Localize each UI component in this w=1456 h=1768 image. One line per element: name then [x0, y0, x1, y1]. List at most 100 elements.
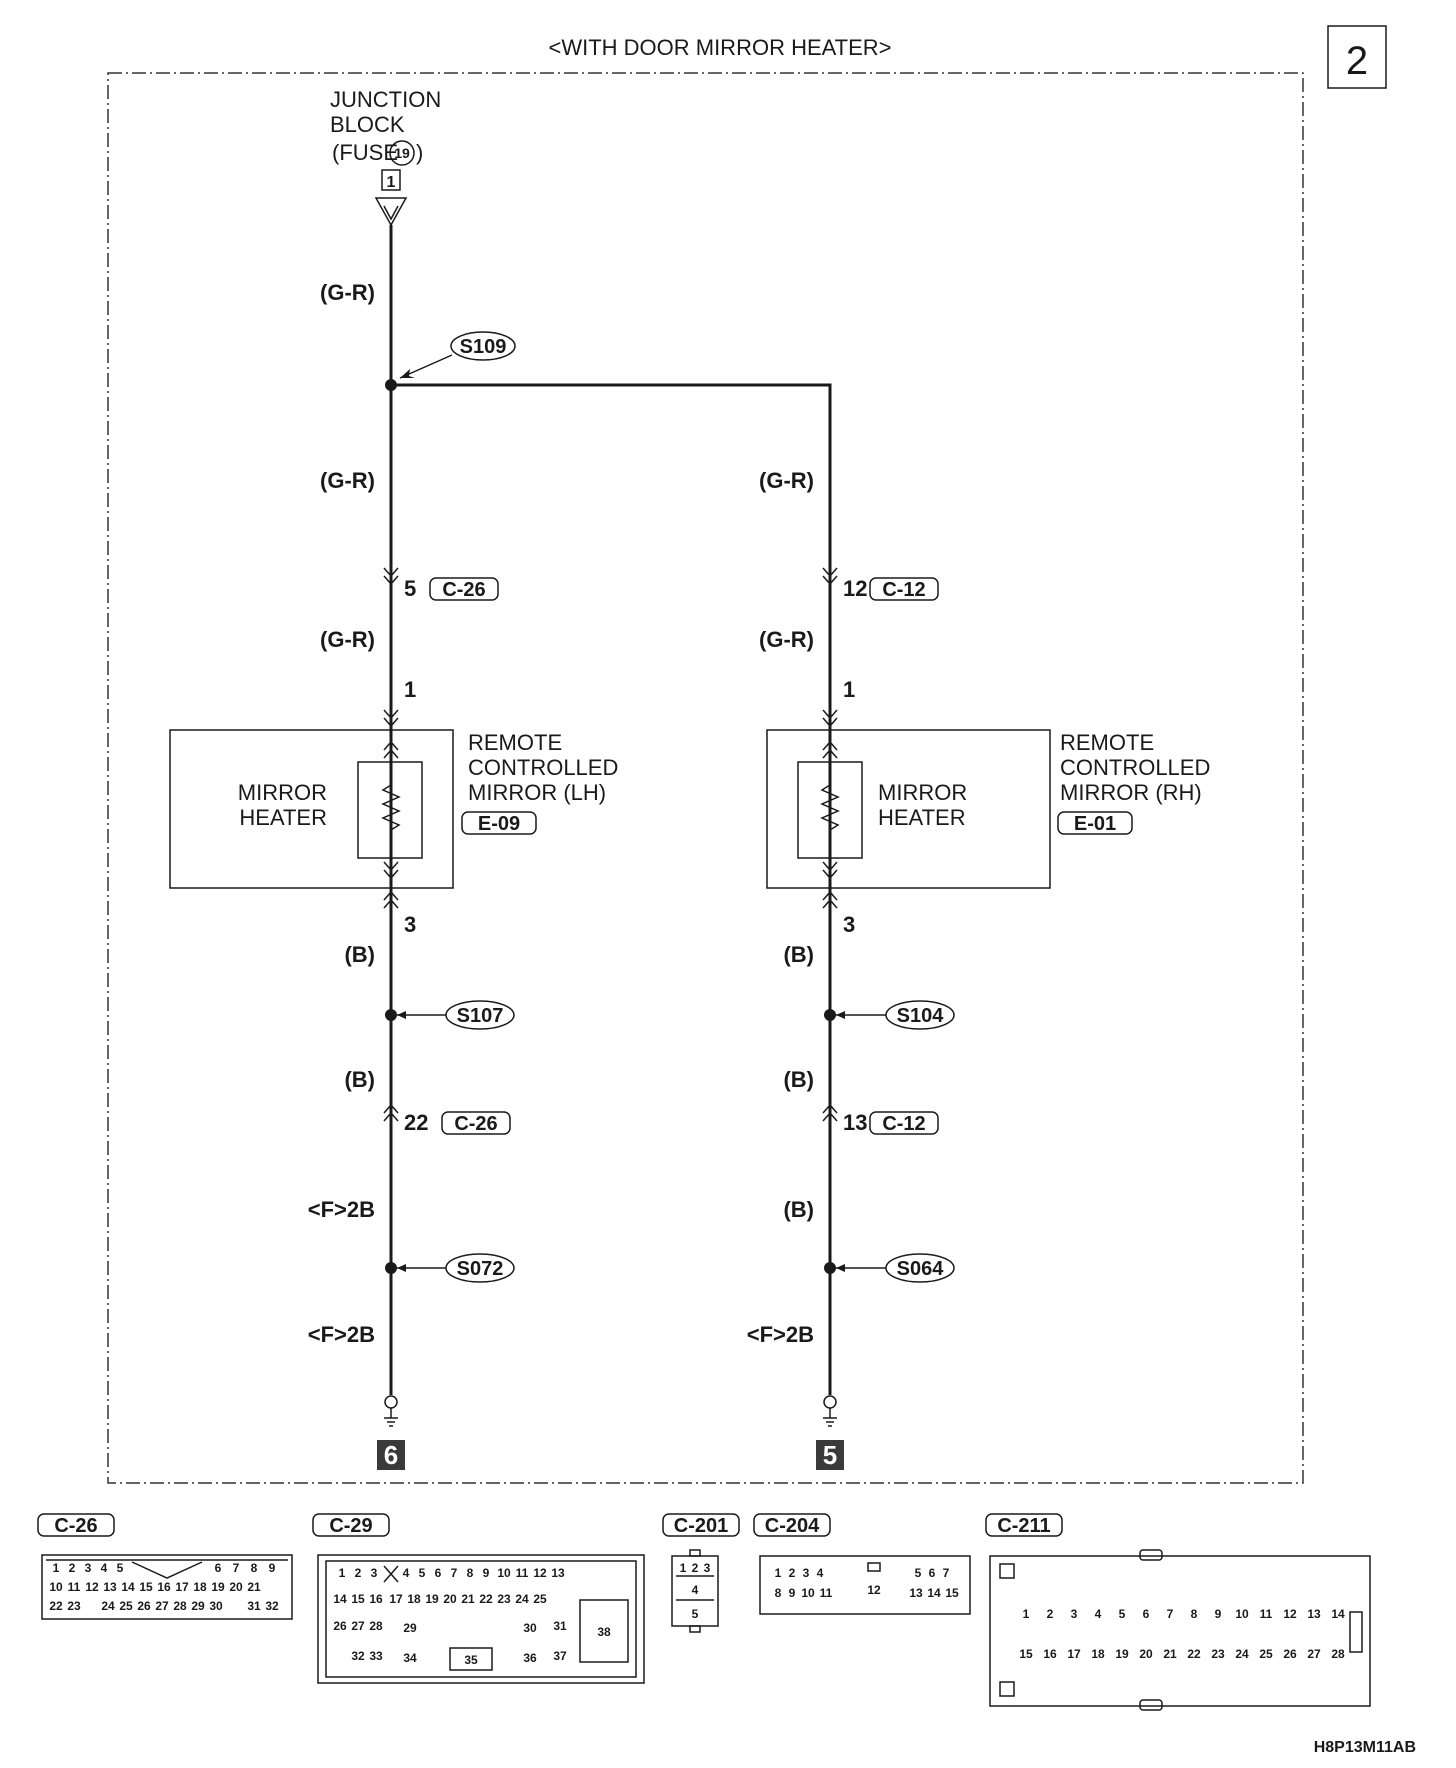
svg-text:4: 4 [692, 1583, 699, 1597]
svg-text:12: 12 [1283, 1607, 1297, 1621]
svg-text:9: 9 [789, 1586, 796, 1600]
svg-text:35: 35 [464, 1653, 478, 1667]
connector-tag-c26 [429, 577, 499, 601]
svg-text:2: 2 [1047, 1607, 1054, 1621]
wire-color-label: <F>2B [747, 1322, 814, 1347]
connector-tag-c26 [441, 1111, 511, 1135]
connector-c26-tag [37, 1513, 115, 1537]
pin-number: 1 [404, 677, 416, 702]
ground-ref-left: 6 [384, 1440, 398, 1470]
svg-text:5: 5 [117, 1561, 124, 1575]
svg-text:5: 5 [915, 1566, 922, 1580]
resistor-icon [381, 762, 401, 858]
wire-color-label: <F>2B [308, 1322, 375, 1347]
svg-text:23: 23 [1211, 1647, 1225, 1661]
harness-boundary [107, 72, 1304, 1484]
svg-text:6: 6 [929, 1566, 936, 1580]
svg-text:21: 21 [1163, 1647, 1177, 1661]
wire-color-label: (G-R) [759, 627, 814, 652]
mirror-rh-label-line3: MIRROR (RH) [1060, 780, 1202, 805]
heater-lh-label-line1: MIRROR [238, 780, 327, 805]
mirror-lh-connector: E-09 [478, 813, 520, 835]
junction-label-line1: JUNCTION [330, 87, 441, 112]
svg-text:16: 16 [157, 1580, 171, 1594]
svg-text:21: 21 [461, 1592, 475, 1606]
ground-icon [823, 1395, 837, 1427]
svg-text:4: 4 [101, 1561, 108, 1575]
svg-text:32: 32 [351, 1649, 365, 1663]
fuse-suffix: ) [416, 140, 423, 165]
svg-text:14: 14 [333, 1592, 347, 1606]
connector-c29-tag [312, 1513, 390, 1537]
svg-text:1: 1 [775, 1566, 782, 1580]
svg-text:33: 33 [369, 1649, 383, 1663]
svg-text:14: 14 [121, 1580, 135, 1594]
fuse-number-circle [389, 140, 415, 166]
svg-text:9: 9 [269, 1561, 276, 1575]
svg-text:31: 31 [553, 1619, 567, 1633]
svg-text:16: 16 [369, 1592, 383, 1606]
svg-text:8: 8 [775, 1586, 782, 1600]
svg-text:2: 2 [355, 1566, 362, 1580]
connector-c204-tag [753, 1513, 831, 1537]
svg-text:5: 5 [1119, 1607, 1126, 1621]
fuse-number: 19 [394, 145, 410, 161]
svg-text:38: 38 [597, 1625, 611, 1639]
wire-color-label: (B) [344, 942, 375, 967]
svg-text:18: 18 [1091, 1647, 1105, 1661]
connector-c201-label: C-201 [674, 1515, 728, 1537]
svg-text:31: 31 [247, 1599, 261, 1613]
splice-s072-badge [445, 1253, 515, 1283]
splice-s104-dot [824, 1009, 836, 1021]
connector-tag-label: C-12 [882, 579, 925, 601]
splice-s107-badge [445, 1000, 515, 1030]
svg-text:28: 28 [369, 1619, 383, 1633]
connector-c201-tag [662, 1513, 740, 1537]
splice-s064-dot [824, 1262, 836, 1274]
wire-color-label: (B) [783, 1067, 814, 1092]
wire-color-label: <F>2B [308, 1197, 375, 1222]
svg-text:3: 3 [371, 1566, 378, 1580]
svg-text:13: 13 [909, 1586, 923, 1600]
wire-color-label: (G-R) [759, 468, 814, 493]
pin-number: 12 [843, 576, 867, 601]
svg-text:16: 16 [1043, 1647, 1057, 1661]
svg-text:30: 30 [209, 1599, 223, 1613]
svg-text:12: 12 [533, 1566, 547, 1580]
wire-color-label: (G-R) [320, 280, 375, 305]
svg-text:29: 29 [403, 1621, 417, 1635]
svg-text:11: 11 [820, 1586, 833, 1600]
svg-text:1: 1 [1023, 1607, 1030, 1621]
splice-s107-label: S107 [457, 1005, 504, 1027]
svg-text:17: 17 [175, 1580, 189, 1594]
mirror-rh-label-line1: REMOTE [1060, 730, 1154, 755]
svg-text:24: 24 [101, 1599, 115, 1613]
svg-text:30: 30 [523, 1621, 537, 1635]
junction-terminal: 1 [387, 174, 396, 191]
connector-c204-label: C-204 [765, 1515, 820, 1537]
svg-text:7: 7 [451, 1566, 458, 1580]
ground-ref-box [377, 1440, 405, 1470]
wire-color-label: (B) [783, 942, 814, 967]
svg-text:1: 1 [680, 1561, 687, 1575]
pin-number: 22 [404, 1110, 428, 1135]
pin-number: 13 [843, 1110, 867, 1135]
svg-text:19: 19 [1115, 1647, 1129, 1661]
svg-text:26: 26 [333, 1619, 347, 1633]
pin-number: 3 [843, 912, 855, 937]
mirror-lh-label-line2: CONTROLLED [468, 755, 618, 780]
pin-number: 3 [404, 912, 416, 937]
svg-text:9: 9 [483, 1566, 490, 1580]
page-number-box [1327, 25, 1387, 89]
svg-text:7: 7 [943, 1566, 950, 1580]
mirror-lh-box [169, 729, 454, 889]
svg-text:36: 36 [523, 1651, 537, 1665]
svg-text:20: 20 [443, 1592, 457, 1606]
svg-text:12: 12 [867, 1583, 881, 1597]
svg-text:22: 22 [1187, 1647, 1201, 1661]
svg-text:22: 22 [479, 1592, 493, 1606]
